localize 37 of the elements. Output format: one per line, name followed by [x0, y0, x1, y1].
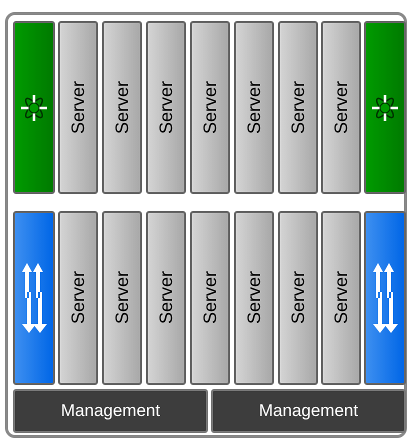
server-unit	[234, 211, 274, 385]
management-unit	[13, 389, 208, 433]
server-label: Server	[244, 80, 264, 134]
server-label: Server	[330, 271, 352, 324]
server-label: Server	[68, 271, 88, 324]
server-unit	[102, 211, 142, 385]
server-label: Server	[68, 80, 88, 134]
management-unit	[211, 389, 406, 433]
server-label: Server	[330, 80, 352, 134]
server-unit	[321, 21, 361, 194]
server-unit	[146, 211, 186, 385]
server-unit	[146, 21, 186, 194]
server-label: Server	[200, 271, 220, 324]
server-label: Server	[288, 80, 308, 134]
router-unit	[364, 21, 406, 194]
switch-unit	[13, 211, 55, 385]
server-unit	[278, 211, 318, 385]
server-unit	[58, 211, 98, 385]
unit-label: Management	[258, 401, 358, 421]
server-label: Server	[244, 271, 264, 324]
router-unit	[13, 21, 55, 194]
server-label: Server	[156, 271, 176, 324]
server-unit	[321, 211, 361, 385]
server-unit	[190, 21, 230, 194]
server-unit	[190, 211, 230, 385]
server-unit	[102, 21, 142, 194]
server-unit	[234, 21, 274, 194]
unit-label: Management	[60, 401, 160, 421]
server-label: Server	[112, 80, 132, 134]
switch-unit	[364, 211, 406, 385]
server-label: Server	[112, 271, 132, 324]
server-label: Server	[156, 80, 176, 134]
server-unit	[58, 21, 98, 194]
server-label: Server	[288, 271, 308, 324]
rack-frame	[5, 12, 407, 438]
server-label: Server	[200, 80, 220, 134]
server-unit	[278, 21, 318, 194]
